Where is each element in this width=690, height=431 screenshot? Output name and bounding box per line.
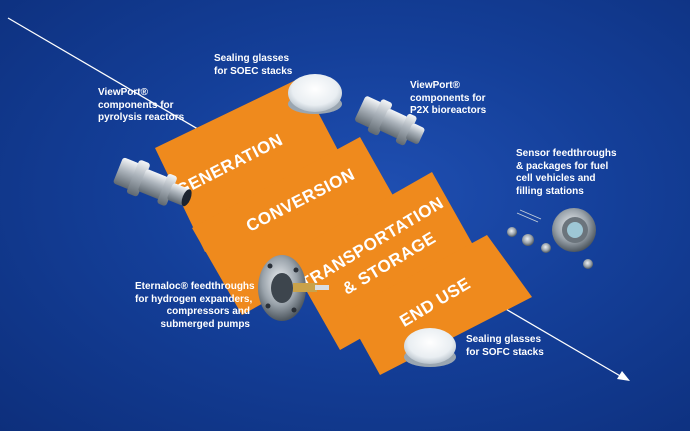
caption-viewport-pyrolysis: ViewPort® components for pyrolysis react… [98, 87, 184, 125]
flange-feedthrough-icon [258, 255, 329, 321]
caption-line: P2X bioreactors [410, 105, 487, 116]
caption-line: & packages for fuel [516, 160, 609, 172]
caption-viewport-p2x: ViewPort® components for P2X bioreactors [410, 80, 486, 118]
arrow-head-icon [617, 371, 630, 381]
caption-line: for hydrogen expanders, [135, 293, 253, 305]
caption-eternaloc: Eternaloc® feedthroughs for hydrogen exp… [135, 281, 255, 331]
viewport-connector-icon [355, 96, 425, 146]
band-end-use: END USE [345, 235, 532, 375]
caption-sealing-soec: Sealing glasses for SOEC stacks [214, 53, 292, 78]
caption-line: Sealing glasses [466, 334, 542, 345]
glass-powder-dish-icon [288, 74, 342, 114]
caption-line: Eternaloc® feedthroughs [135, 281, 255, 292]
caption-line: components for [98, 99, 174, 111]
caption-line: pyrolysis reactors [98, 112, 185, 123]
caption-line: compressors and [166, 306, 250, 317]
viewport-connector-icon [113, 157, 192, 207]
caption-line: cell vehicles and [516, 173, 596, 184]
sensor-package-icon [507, 208, 596, 269]
caption-line: ViewPort® [410, 80, 460, 91]
caption-sensor-feedthroughs: Sensor feedthroughs & packages for fuel … [516, 148, 617, 198]
caption-sealing-sofc: Sealing glasses for SOFC stacks [466, 334, 544, 359]
caption-line: filling stations [516, 185, 584, 197]
caption-line: ViewPort® [98, 87, 148, 98]
caption-line: Sensor feedthroughs [516, 148, 617, 159]
glass-powder-dish-icon [404, 328, 456, 367]
band-generation: GENERATION [155, 78, 352, 252]
band-conversion: CONVERSION [192, 137, 408, 315]
caption-line: Sealing glasses [214, 53, 290, 64]
caption-line: for SOEC stacks [214, 65, 293, 77]
caption-line: for SOFC stacks [466, 346, 544, 358]
caption-line: submerged pumps [160, 318, 250, 330]
caption-line: components for [410, 92, 486, 104]
